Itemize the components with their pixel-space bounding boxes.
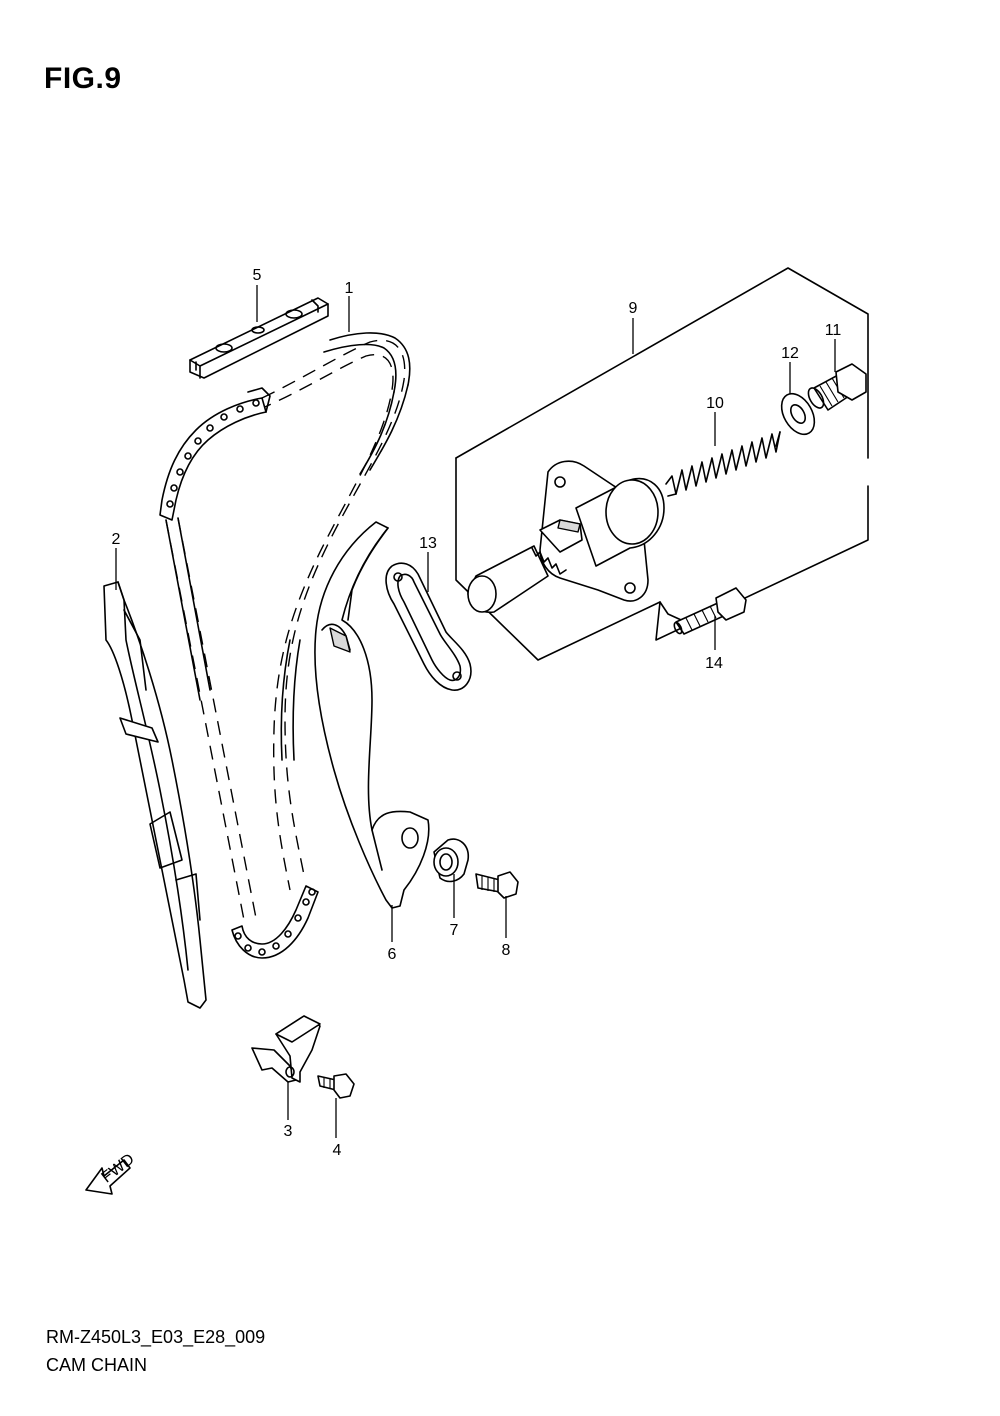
callout-14: 14 bbox=[705, 655, 723, 672]
part-7-collar bbox=[433, 838, 470, 883]
part-11-plug bbox=[807, 363, 867, 411]
callout-4: 4 bbox=[333, 1142, 342, 1159]
callouts: 1 2 3 4 5 6 7 8 9 10 11 12 13 14 bbox=[112, 267, 842, 1159]
part-9-assembly-box bbox=[455, 267, 869, 661]
callout-5: 5 bbox=[253, 267, 262, 284]
chain-links-top bbox=[159, 387, 271, 521]
diagram-code: RM-Z450L3_E03_E28_009 bbox=[46, 1327, 266, 1347]
part-13-gasket bbox=[385, 562, 472, 691]
part-1-cam-chain bbox=[159, 332, 411, 959]
part-5-plate bbox=[189, 297, 329, 379]
callout-11: 11 bbox=[825, 322, 842, 339]
callout-3: 3 bbox=[284, 1123, 293, 1140]
part-10-spring bbox=[665, 431, 781, 497]
fwd-label: FWD bbox=[98, 1151, 137, 1187]
part-4-bolt bbox=[317, 1073, 355, 1099]
part-14-bolt bbox=[673, 587, 747, 635]
diagram-caption: CAM CHAIN bbox=[46, 1355, 148, 1375]
part-12-washer bbox=[780, 392, 816, 436]
chain-links-bottom bbox=[231, 885, 319, 959]
callout-2: 2 bbox=[112, 531, 121, 548]
callout-8: 8 bbox=[502, 942, 511, 959]
part-2-chain-guide bbox=[103, 581, 207, 1009]
callout-7: 7 bbox=[450, 922, 459, 939]
callout-12: 12 bbox=[781, 345, 799, 362]
figure-title: FIG.9 bbox=[44, 62, 122, 95]
part-9-tensioner bbox=[467, 460, 665, 614]
part-6-tensioner-arm bbox=[314, 521, 430, 909]
callout-6: 6 bbox=[388, 946, 397, 963]
callout-10: 10 bbox=[706, 395, 724, 412]
callout-13: 13 bbox=[419, 535, 437, 552]
leader-lines bbox=[115, 285, 836, 1138]
part-3-stopper bbox=[251, 1015, 321, 1083]
part-8-bolt bbox=[475, 871, 519, 899]
callout-1: 1 bbox=[345, 280, 354, 297]
fwd-arrow-icon: FWD bbox=[85, 1151, 138, 1195]
callout-9: 9 bbox=[629, 300, 638, 317]
